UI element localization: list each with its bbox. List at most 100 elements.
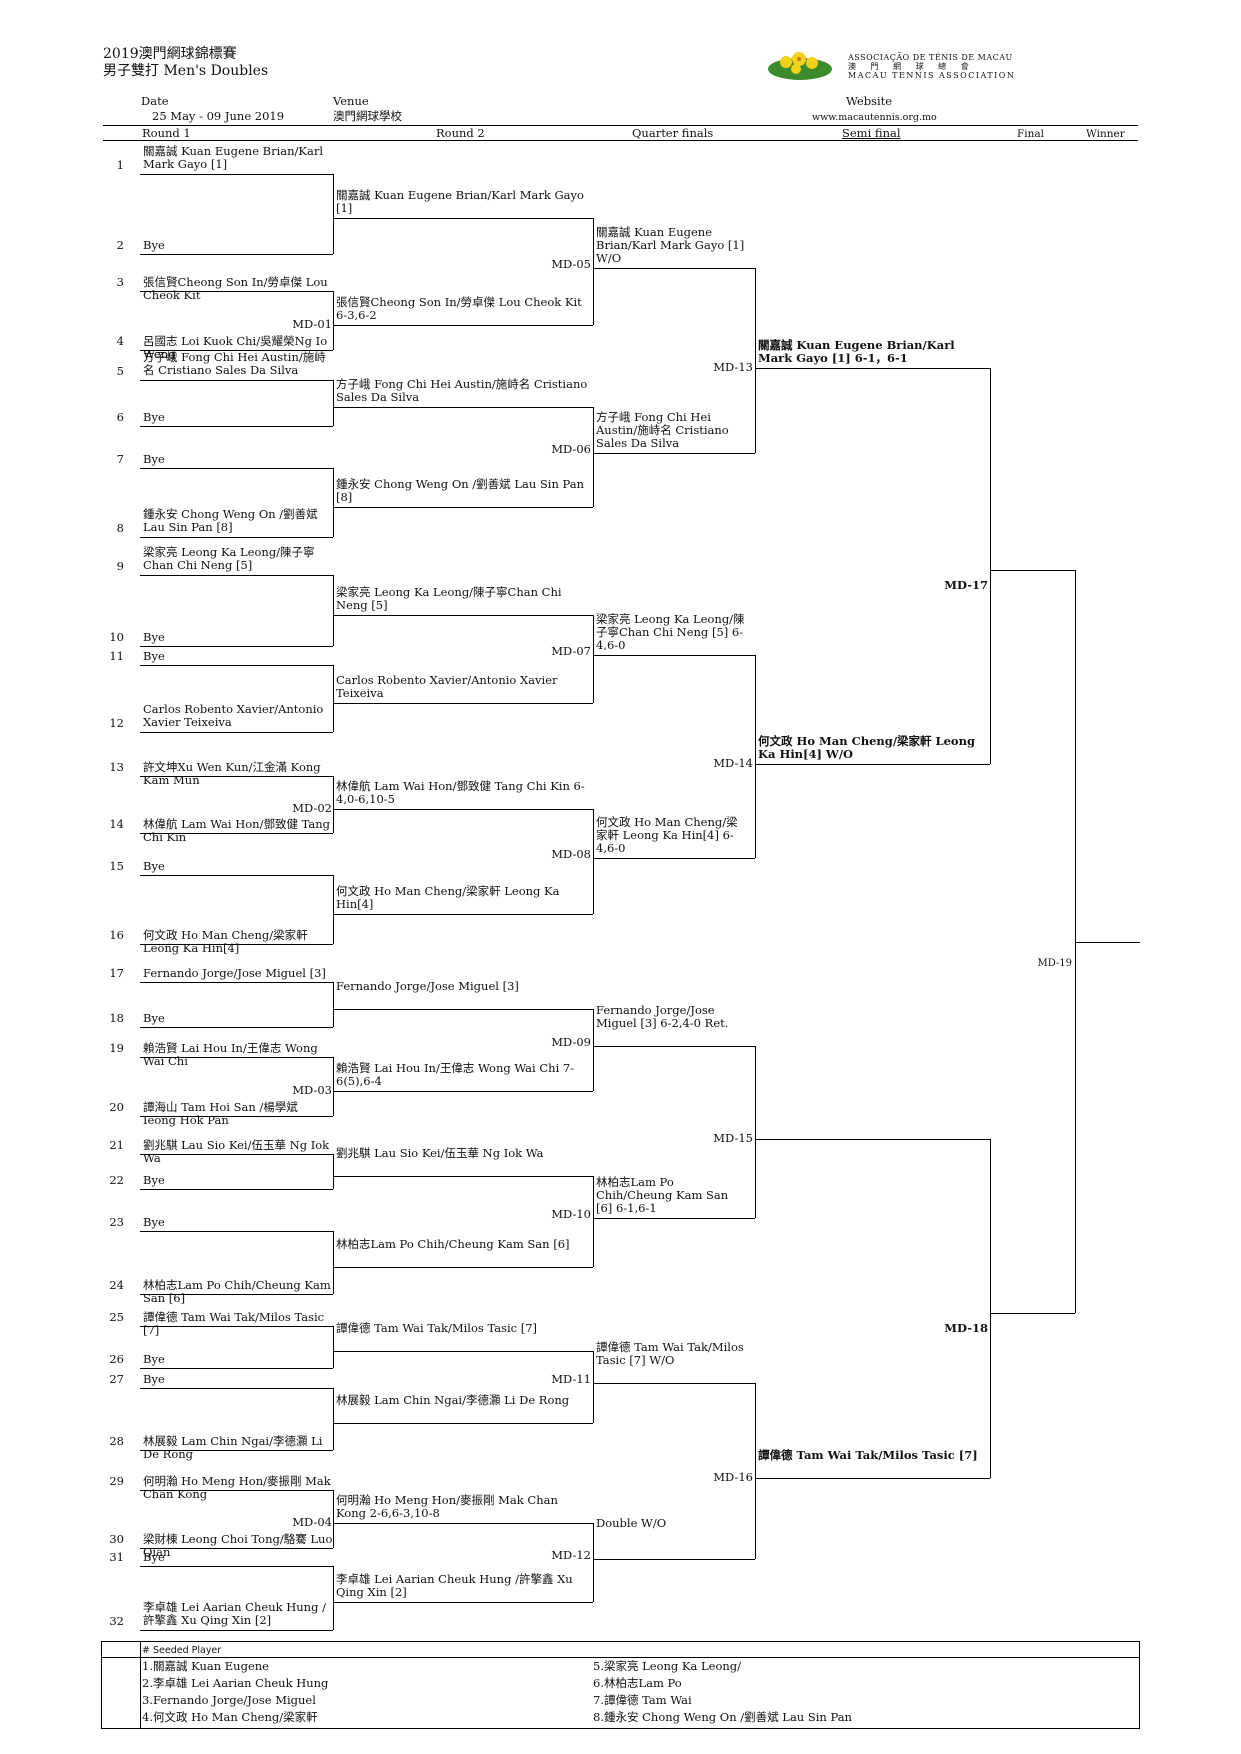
bracket-line xyxy=(990,1313,1075,1314)
seed-3: 3.Fernando Jorge/Jose Miguel xyxy=(142,1693,316,1707)
seed-5: 5.梁家亮 Leong Ka Leong/ xyxy=(593,1659,742,1673)
col-round1: Round 1 xyxy=(142,126,191,140)
bracket-line xyxy=(990,1139,991,1478)
bracket-line xyxy=(333,1490,334,1548)
entry-number: 7 xyxy=(116,452,124,466)
bracket-line xyxy=(333,507,593,508)
bracket-line xyxy=(333,1231,334,1294)
match-code: MD-06 xyxy=(551,442,591,456)
bracket-line xyxy=(140,1368,333,1369)
match-code: MD-19 xyxy=(1037,958,1072,969)
seeds-title: # Seeded Player xyxy=(142,1645,222,1656)
bracket-line xyxy=(333,1154,334,1189)
match-code: MD-11 xyxy=(551,1372,591,1386)
bracket-line xyxy=(333,703,593,704)
seed-8: 8.鍾永安 Chong Weng On /劉善斌 Lau Sin Pan xyxy=(593,1710,852,1724)
date-label: Date xyxy=(141,94,169,108)
round2-entry: 劉兆騏 Lau Sio Kei/伍玉華 Ng Iok Wa xyxy=(336,1146,544,1160)
bracket-line xyxy=(593,1176,594,1267)
bracket-line xyxy=(755,1478,990,1479)
bracket-line xyxy=(333,575,334,646)
semifinal-entry: 何文政 Ho Man Cheng/梁家軒 Leong Ka Hin[4] W/O xyxy=(758,734,975,761)
entry-number: 8 xyxy=(116,521,124,535)
bracket-line xyxy=(140,254,333,255)
bracket-line xyxy=(593,268,755,269)
round2-entry: 梁家亮 Leong Ka Leong/陳子寧Chan Chi Neng [5] xyxy=(336,585,562,612)
match-code: MD-15 xyxy=(713,1131,753,1145)
bracket-line xyxy=(593,453,755,454)
round2-entry: 何明瀚 Ho Meng Hon/麥振剛 Mak Chan Kong 2-6,6-… xyxy=(336,1493,558,1520)
entry-number: 22 xyxy=(109,1173,124,1187)
col-final: Final xyxy=(1017,128,1045,140)
entry-number: 24 xyxy=(109,1278,124,1292)
seed-1: 1.關嘉誠 Kuan Eugene xyxy=(142,1659,269,1673)
bracket-line xyxy=(333,1351,593,1352)
round1-entry: Bye xyxy=(143,630,165,644)
round2-entry: 方子峨 Fong Chi Hei Austin/施峙名 Cristiano Sa… xyxy=(336,377,588,404)
website-label: Website xyxy=(846,94,893,108)
entry-number: 18 xyxy=(109,1011,124,1025)
website-link[interactable]: www.macautennis.org.mo xyxy=(812,112,937,123)
entry-number: 14 xyxy=(109,817,124,831)
bracket-line xyxy=(755,368,990,369)
bracket-line xyxy=(140,291,333,292)
venue-label: Venue xyxy=(333,94,369,108)
bracket-line xyxy=(333,174,334,254)
event-subtitle: 男子雙打 Men's Doubles xyxy=(103,63,269,79)
bracket-line xyxy=(333,1176,593,1177)
bracket-line xyxy=(593,1351,594,1423)
bracket-line xyxy=(755,1383,756,1559)
bracket-line xyxy=(333,776,334,833)
bracket-line xyxy=(140,1154,333,1155)
round1-entry: Bye xyxy=(143,452,165,466)
round2-entry: 林柏志Lam Po Chih/Cheung Kam San [6] xyxy=(336,1237,570,1251)
bracket-line xyxy=(140,174,333,175)
quarterfinal-entry: 關嘉誠 Kuan Eugene Brian/Karl Mark Gayo [1]… xyxy=(596,225,745,265)
bracket-line xyxy=(140,537,333,538)
entry-number: 20 xyxy=(109,1100,124,1114)
bracket-line xyxy=(140,732,333,733)
entry-number: 26 xyxy=(109,1352,124,1366)
round2-entry: 關嘉誠 Kuan Eugene Brian/Karl Mark Gayo [1] xyxy=(336,188,584,215)
semifinal-entry: 譚偉德 Tam Wai Tak/Milos Tasic [7] xyxy=(758,1448,978,1462)
association-name-en: MACAU TENNIS ASSOCIATION xyxy=(848,71,1016,80)
round1-entry: Bye xyxy=(143,1550,165,1564)
match-code: MD-09 xyxy=(551,1035,591,1049)
seeded-players-box xyxy=(101,1641,1140,1729)
association-name-pt: ASSOCIAÇÃO DE TÉNIS DE MACAU xyxy=(848,53,1013,62)
round1-entry: Bye xyxy=(143,238,165,252)
entry-number: 5 xyxy=(116,364,124,378)
event-title: 2019澳門網球錦標賽 xyxy=(103,46,237,62)
bracket-line xyxy=(333,1267,593,1268)
association-name-zh: 澳 門 網 球 總 會 xyxy=(848,62,975,71)
bracket-line xyxy=(990,368,991,764)
round2-entry: 何文政 Ho Man Cheng/梁家軒 Leong Ka Hin[4] xyxy=(336,884,560,911)
bracket-line xyxy=(755,1046,756,1218)
round1-entry: 關嘉誠 Kuan Eugene Brian/Karl Mark Gayo [1] xyxy=(143,144,324,171)
match-code: MD-02 xyxy=(292,801,332,815)
match-code: MD-14 xyxy=(713,756,753,770)
bracket-line xyxy=(333,1602,593,1603)
match-code: MD-04 xyxy=(292,1515,332,1529)
bracket-line xyxy=(593,615,594,703)
round1-entry: Fernando Jorge/Jose Miguel [3] xyxy=(143,966,326,980)
seed-2: 2.李卓雄 Lei Aarian Cheuk Hung xyxy=(142,1676,329,1690)
round2-entry: 張信賢Cheong Son In/勞卓傑 Lou Cheok Kit 6-3,6… xyxy=(336,295,582,322)
seed-4: 4.何文政 Ho Man Cheng/梁家軒 xyxy=(142,1710,318,1724)
bracket-line xyxy=(140,426,333,427)
match-code: MD-05 xyxy=(551,257,591,271)
bracket-line xyxy=(593,655,755,656)
entry-number: 16 xyxy=(109,928,124,942)
bracket-line xyxy=(1075,942,1140,943)
bracket-line xyxy=(140,944,333,945)
col-round2: Round 2 xyxy=(436,126,485,140)
entry-number: 6 xyxy=(116,410,124,424)
entry-number: 23 xyxy=(109,1215,124,1229)
entry-number: 25 xyxy=(109,1310,124,1324)
round1-entry: Bye xyxy=(143,1173,165,1187)
quarterfinal-entry: 方子峨 Fong Chi Hei Austin/施峙名 Cristiano Sa… xyxy=(596,410,729,450)
entry-number: 27 xyxy=(109,1372,124,1386)
col-semifinal: Semi final xyxy=(842,126,901,140)
bracket-line xyxy=(990,570,1075,571)
seed-7: 7.譚偉德 Tam Wai xyxy=(593,1693,692,1707)
